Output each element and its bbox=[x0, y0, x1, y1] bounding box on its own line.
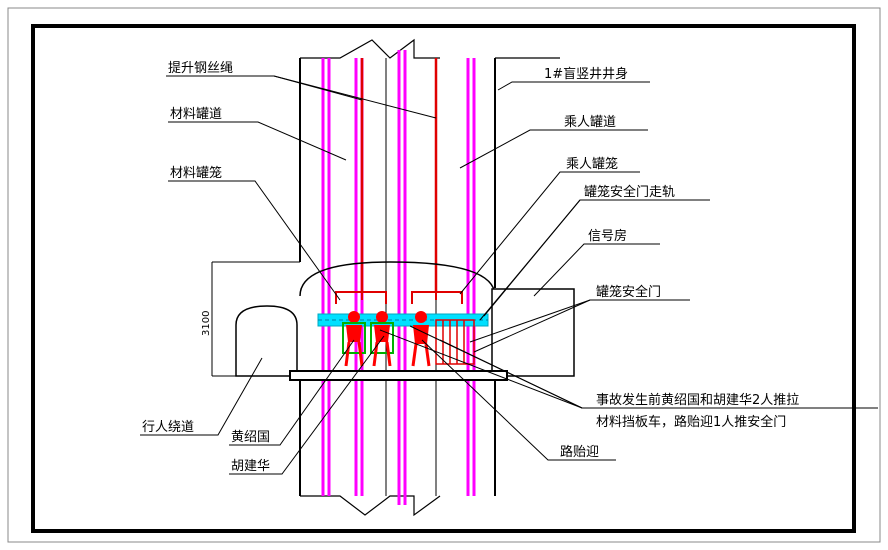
label-person-huang: 黄绍国 bbox=[231, 430, 270, 445]
signal-room bbox=[491, 288, 575, 377]
label-safety-gate: 罐笼安全门 bbox=[596, 284, 661, 300]
labels: 提升钢丝绳 材料罐道 材料罐笼 1#盲竖井井身 乘人罐道 乘人罐笼 罐笼安全门走… bbox=[142, 60, 799, 474]
label-note-line2: 材料挡板车，路贻迎1人推安全门 bbox=[596, 414, 786, 430]
shaft-center-lines bbox=[385, 58, 437, 496]
label-person-hu: 胡建华 bbox=[231, 459, 270, 474]
label-safety-gate-track: 罐笼安全门走轨 bbox=[584, 184, 675, 200]
shaft-station-arch bbox=[299, 261, 496, 297]
material-cage bbox=[335, 291, 387, 304]
label-person-lu: 路贻迎 bbox=[560, 444, 599, 460]
break-marks bbox=[300, 38, 560, 517]
shaft-walls bbox=[299, 58, 496, 496]
hoist-ropes bbox=[360, 58, 438, 292]
label-note-line1: 事故发生前黄绍国和胡建华2人推拉 bbox=[596, 392, 799, 408]
personnel-cage bbox=[411, 291, 463, 304]
label-material-cage: 材料罐笼 bbox=[170, 165, 222, 181]
label-signal-room: 信号房 bbox=[588, 228, 627, 244]
safety-gate bbox=[435, 319, 475, 365]
landing-platform bbox=[289, 370, 508, 381]
label-personnel-cage: 乘人罐笼 bbox=[566, 156, 618, 172]
height-dim-label: 3100 bbox=[201, 311, 212, 336]
leader-lines bbox=[140, 75, 878, 475]
label-material-cage-shaft: 材料罐道 bbox=[170, 107, 222, 122]
label-personnel-cage-shaft: 乘人罐道 bbox=[564, 115, 616, 130]
pedestrian-bypass bbox=[235, 305, 298, 377]
label-pedestrian-bypass: 行人绕道 bbox=[142, 420, 194, 435]
worker-huang bbox=[342, 311, 366, 367]
cage-guide-rails bbox=[321, 50, 476, 505]
worker-lu bbox=[411, 311, 431, 367]
label-shaft-title: 1#盲竖井井身 bbox=[544, 66, 628, 82]
drawing-border bbox=[31, 24, 856, 533]
outer-frame bbox=[7, 7, 881, 543]
label-hoist-rope: 提升钢丝绳 bbox=[168, 60, 233, 76]
